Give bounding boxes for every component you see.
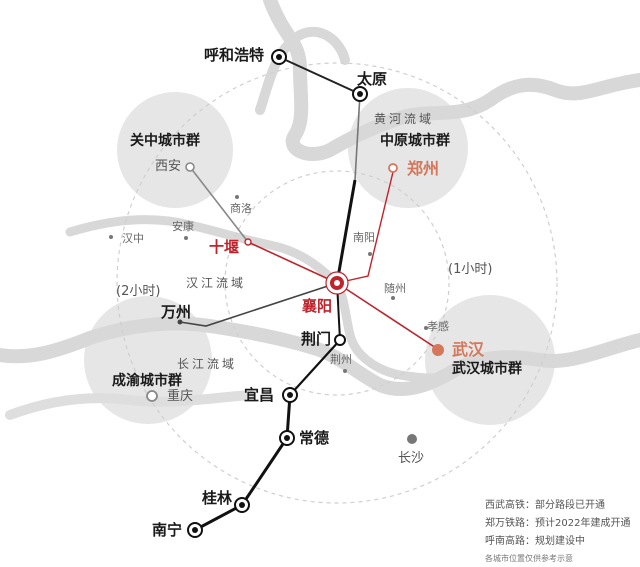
hanzhong-dot [109, 235, 113, 239]
xiaogan-label: 孝感 [427, 320, 449, 333]
nanyang-label: 南阳 [353, 231, 375, 244]
xian-shiyan-line [189, 166, 249, 243]
xiangyang-marker [325, 271, 349, 295]
changsha-marker [407, 434, 417, 444]
yangtze-lower [5, 390, 255, 420]
guilin-label: 桂林 [202, 489, 233, 507]
two-hour-label: (2小时) [116, 284, 161, 299]
one-hour-label: (1小时) [448, 262, 493, 277]
jingzhou-dot [343, 369, 347, 373]
yellow-river [263, 0, 640, 161]
yangtze-river-label: 长江流域 [177, 357, 238, 371]
yangtze-river [0, 316, 640, 396]
nanning-label: 南宁 [152, 521, 183, 539]
chongqing-label: 重庆 [167, 389, 194, 404]
xiaogan-dot [424, 326, 428, 330]
xian-marker [185, 162, 195, 172]
changde-label: 常德 [299, 429, 330, 447]
jingzhou-label: 荆州 [330, 353, 352, 366]
chongqing-marker [146, 390, 158, 402]
jingmen-label: 荆门 [301, 330, 332, 348]
han-river [65, 215, 455, 383]
wanzhou-xiangyang-line [179, 282, 338, 327]
wanzhou-dot [177, 319, 183, 325]
wanzhou-label: 万州 [161, 303, 192, 321]
nanning-marker [187, 522, 203, 538]
huhehaote-label: 呼和浩特 [204, 46, 265, 64]
han-river-label: 汉江流域 [186, 276, 247, 290]
zhengzhou-marker [388, 163, 398, 173]
changsha-label: 长沙 [398, 451, 425, 466]
yichang-nanning-line [194, 394, 292, 532]
taiyuan-label: 太原 [357, 70, 388, 88]
two-hour-ring [116, 62, 558, 504]
taiyuan-xiangyang-line [354, 93, 361, 181]
xiangyang-mainline-north [335, 179, 357, 284]
wuhan-label: 武汉 [452, 340, 485, 359]
legend-note: 各城市位置仅供参考示意 [485, 554, 573, 563]
yichang-label: 宜昌 [244, 386, 275, 404]
zhengzhou-label: 郑州 [407, 159, 440, 178]
ankang-dot [184, 236, 188, 240]
hanzhong-label: 汉中 [122, 232, 144, 245]
zhongyuan-cluster-label: 中原城市群 [380, 133, 450, 149]
chengyu-cluster-label: 成渝城市群 [112, 373, 182, 389]
legend-line-3: 呼南高路：规划建设中 [485, 536, 585, 547]
huhehaote-marker [271, 49, 287, 65]
shiyan-marker [244, 238, 252, 246]
shangluo-dot [235, 195, 239, 199]
jingmen-yichang-line [289, 339, 341, 396]
suizhou-label: 随州 [384, 282, 406, 295]
changde-marker [279, 430, 295, 446]
xiangyang-shiyan-line [247, 241, 338, 284]
nanyang-dot [368, 252, 372, 256]
guanzhong-cluster-circle [117, 92, 233, 208]
wuhan-cluster-label: 武汉城市群 [452, 361, 522, 377]
jingmen-marker [334, 334, 346, 346]
guilin-marker [234, 497, 250, 513]
wuhan-marker [432, 344, 444, 356]
yellow-river-label: 黄河流域 [374, 112, 435, 126]
one-hour-ring [224, 170, 450, 396]
yichang-marker [282, 387, 298, 403]
guanzhong-cluster-label: 关中城市群 [130, 133, 200, 149]
ankang-label: 安康 [172, 220, 194, 233]
legend-line-1: 西武高铁：部分路段已开通 [485, 500, 605, 511]
huhehaote-taiyuan-line [278, 56, 361, 95]
yellow-river-top [255, 26, 350, 115]
suizhou-dot [391, 296, 395, 300]
xian-label: 西安 [155, 159, 182, 174]
legend-line-2: 郑万铁路：预计2022年建成开通 [485, 518, 631, 529]
shangluo-label: 商洛 [230, 202, 252, 215]
taiyuan-marker [352, 86, 368, 102]
xiangyang-label: 襄阳 [302, 297, 333, 315]
shiyan-label: 十堰 [209, 238, 240, 256]
xiangyang-wuhan-line [336, 282, 437, 349]
